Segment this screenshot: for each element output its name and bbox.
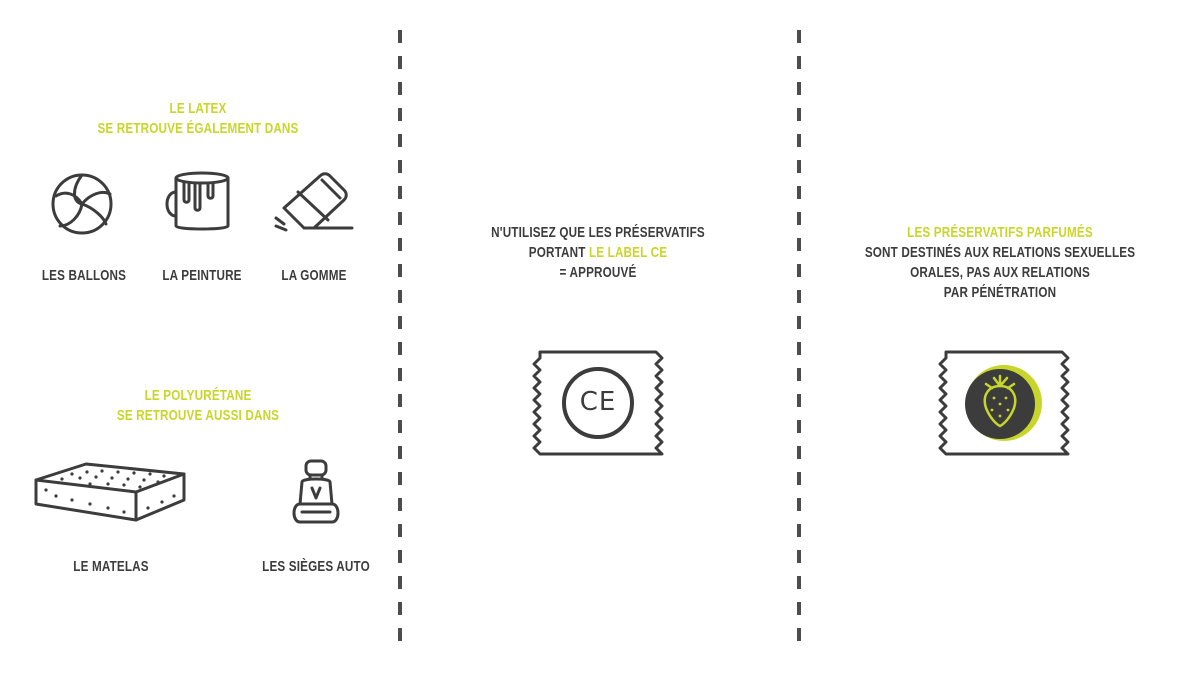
label-ballons: LES BALLONS [41,267,127,284]
ball-icon [50,172,114,236]
scented-text-line2: SONT DESTINÉS AUX RELATIONS SEXUELLES [864,244,1136,261]
dashed-divider-left [398,30,402,642]
ce-text-line3: = APPROUVÉ [559,264,637,281]
scented-text-line4: PAR PÉNÉTRATION [943,284,1057,301]
ce-label-highlight: LE LABEL CE [588,244,668,261]
scented-text-line1: LES PRÉSERVATIFS PARFUMÉS [907,224,1093,241]
eraser-icon [274,170,356,234]
paint-can-icon [162,170,234,234]
ce-label-text: N'UTILISEZ QUE LES PRÉSERVATIFS PORTANT … [400,223,796,283]
label-sieges-auto: LES SIÈGES AUTO [262,558,370,575]
car-seat-icon [288,458,344,526]
polyurethane-heading-line2: SE RETROUVE AUSSI DANS [116,407,280,424]
scented-condoms-text: LES PRÉSERVATIFS PARFUMÉS SONT DESTINÉS … [800,223,1200,303]
ce-condom-package-icon: CE [528,346,668,460]
label-gomme: LA GOMME [281,267,347,284]
dashed-divider-right [797,30,801,642]
ce-mark: CE [579,387,617,417]
label-matelas: LE MATELAS [73,558,149,575]
latex-heading-line1: LE LATEX [169,100,227,117]
mattress-icon [32,460,188,524]
polyurethane-heading-line1: LE POLYURÉTANE [144,387,252,404]
ce-text-line2: PORTANT LE LABEL CE [528,244,668,261]
label-peinture: LA PEINTURE [162,267,242,284]
scented-text-line3: ORALES, PAS AUX RELATIONS [910,264,1090,281]
polyurethane-heading: LE POLYURÉTANE SE RETROUVE AUSSI DANS [0,386,396,426]
ce-text-line1: N'UTILISEZ QUE LES PRÉSERVATIFS [491,224,705,241]
strawberry-condom-package-icon [934,346,1074,460]
latex-heading: LE LATEX SE RETROUVE ÉGALEMENT DANS [0,99,396,139]
latex-heading-line2: SE RETROUVE ÉGALEMENT DANS [97,120,299,137]
